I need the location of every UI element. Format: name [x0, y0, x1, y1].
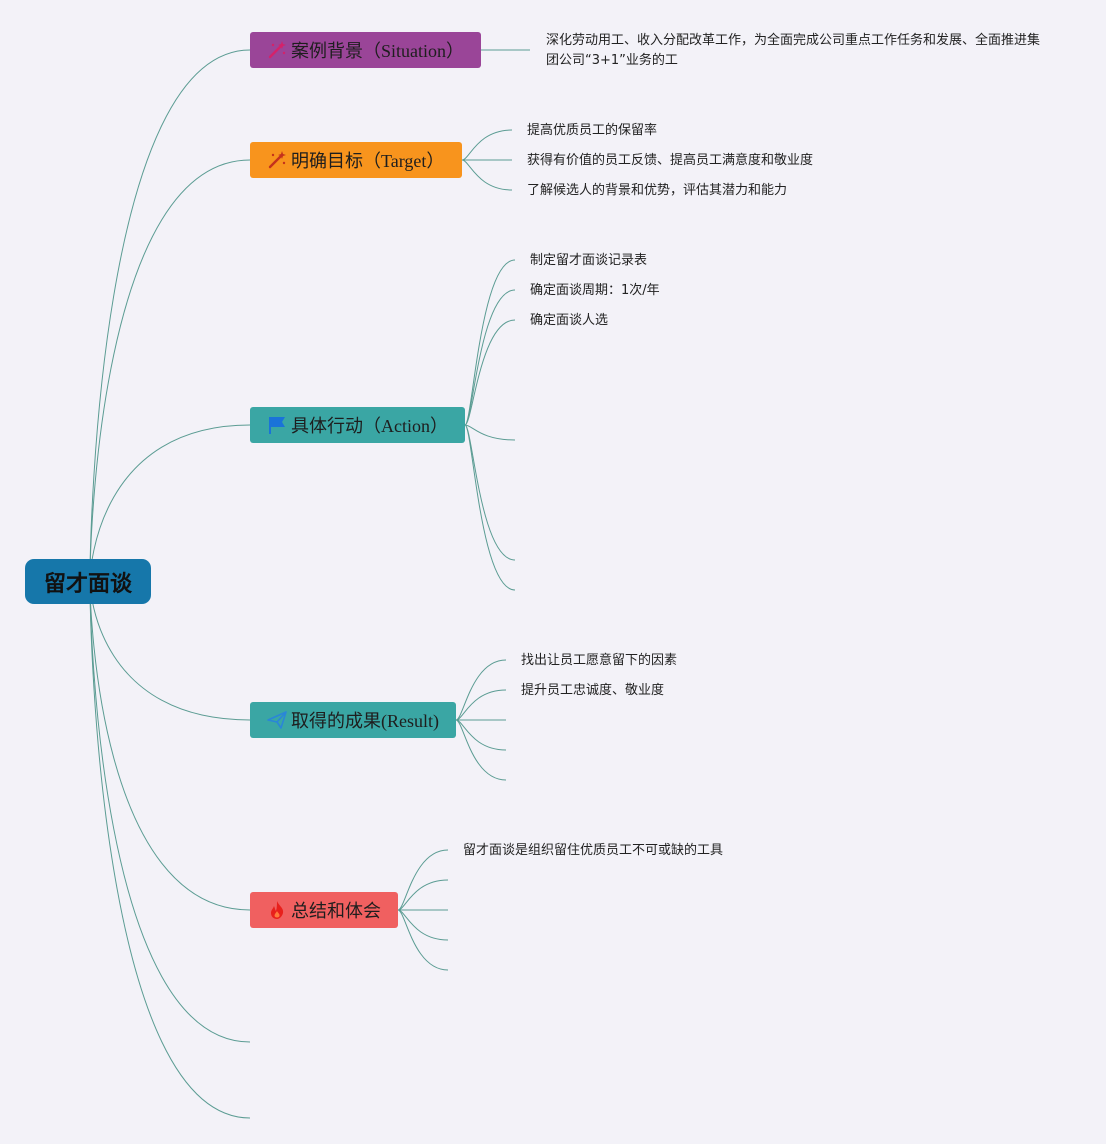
branch-target[interactable]: 明确目标（Target） — [250, 142, 462, 178]
link-result-1 — [455, 659, 507, 721]
branch-label: 取得的成果(Result) — [291, 711, 439, 731]
magic-wand-icon — [266, 39, 288, 61]
leaf-action-1: 制定留才面谈记录表 — [530, 253, 648, 268]
leaf-action-3: 确定面谈人选 — [530, 313, 609, 328]
branch-summary[interactable]: 总结和体会 — [250, 892, 398, 928]
branch-action[interactable]: 具体行动（Action） — [250, 407, 465, 443]
root-link-target — [89, 159, 251, 582]
link-summary-1 — [397, 849, 449, 911]
link-action-2 — [464, 289, 516, 426]
root-link-summary — [89, 580, 251, 911]
root-label: 留才面谈 — [43, 571, 132, 597]
link-action-6 — [464, 424, 516, 591]
leaf-result-2: 提升员工忠诚度、敬业度 — [521, 683, 665, 698]
link-target-1 — [461, 129, 513, 161]
link-action-5 — [464, 424, 516, 561]
leaf-action-2: 确定面谈周期：1次/年 — [530, 283, 660, 298]
link-result-2 — [455, 689, 507, 721]
root-node[interactable]: 留才面谈 — [25, 559, 151, 604]
link-target-3 — [461, 159, 513, 191]
leaf-result-1: 找出让员工愿意留下的因素 — [521, 653, 678, 668]
leaf-target-3: 了解候选人的背景和优势，评估其潜力和能力 — [527, 183, 788, 198]
leaf-target-1: 提高优质员工的保留率 — [527, 123, 658, 138]
branch-situation[interactable]: 案例背景（Situation） — [250, 32, 481, 68]
flag-icon — [266, 414, 288, 436]
link-action-4 — [464, 424, 516, 441]
root-link-empty-2 — [89, 580, 251, 1119]
root-link-situation — [89, 49, 251, 582]
link-result-4 — [455, 719, 507, 751]
link-summary-4 — [397, 909, 449, 941]
leaf-target-2: 获得有价值的员工反馈、提高员工满意度和敬业度 — [527, 153, 814, 168]
branch-label: 总结和体会 — [291, 901, 381, 922]
root-link-empty-1 — [89, 580, 251, 1043]
link-summary-2 — [397, 879, 449, 911]
link-action-3 — [464, 319, 516, 426]
fire-icon — [266, 899, 288, 921]
magic-wand-icon — [266, 149, 288, 171]
leaf-summary-1: 留才面谈是组织留住优质员工不可或缺的工具 — [463, 843, 724, 858]
leaf-situation-1: 深化劳动用工、收入分配改革工作，为全面完成公司重点工作任务和发展、全面推进集团公… — [546, 33, 1041, 68]
branch-label: 明确目标（Target） — [291, 151, 445, 171]
branch-label: 具体行动（Action） — [291, 416, 448, 436]
root-link-action — [89, 424, 251, 582]
link-summary-5 — [397, 909, 449, 971]
link-result-5 — [455, 719, 507, 781]
paper-plane-icon — [266, 709, 288, 731]
branch-result[interactable]: 取得的成果(Result) — [250, 702, 456, 738]
branch-label: 案例背景（Situation） — [291, 41, 465, 61]
